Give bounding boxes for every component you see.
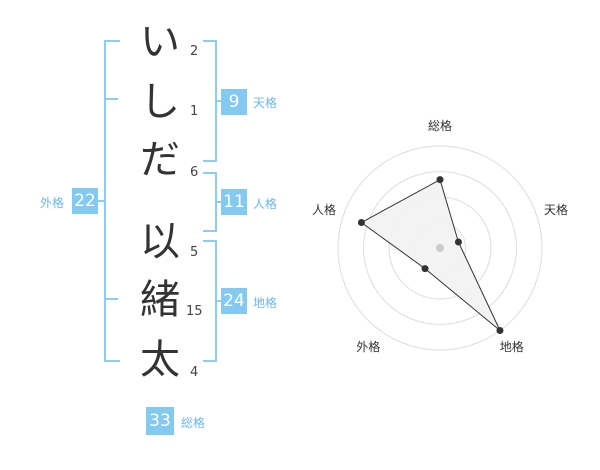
soukaku-value: 33 <box>146 407 174 435</box>
radar-axis-label-4: 外格 <box>356 339 381 354</box>
name-char-5: 緒 <box>140 277 180 323</box>
name-char-3: だ <box>140 137 180 183</box>
chikaku-connector <box>215 300 221 302</box>
tenkaku-connector <box>215 100 221 102</box>
radar-point-3 <box>496 327 504 335</box>
jinkaku-value: 11 <box>221 189 247 215</box>
outer-bracket-tick-1 <box>104 98 118 100</box>
stroke-count-4: 5 <box>190 245 199 260</box>
stroke-count-2: 1 <box>190 104 199 119</box>
radar-axis-label-5: 人格 <box>311 203 336 218</box>
name-char-6: 太 <box>140 337 180 383</box>
radar-ring-4 <box>337 145 543 351</box>
soukaku-label: 総格 <box>181 416 206 430</box>
chikaku-value: 24 <box>221 288 247 314</box>
radar-axis-label-3: 地格 <box>499 339 524 354</box>
jinkaku-label: 人格 <box>253 197 278 211</box>
chikaku-label: 地格 <box>253 296 278 310</box>
radar-area <box>360 178 501 331</box>
stroke-count-1: 2 <box>190 44 199 59</box>
radar-center <box>436 244 444 252</box>
radar-point-5 <box>357 218 365 226</box>
tenkaku-value: 9 <box>221 89 247 115</box>
radar-point-1 <box>436 176 444 184</box>
radar-axis-label-1: 総格 <box>427 119 453 133</box>
stroke-count-5: 15 <box>186 304 203 319</box>
jinkaku-connector <box>215 201 221 203</box>
name-char-4: 以 <box>140 219 180 265</box>
tenkaku-label: 天格 <box>253 96 278 110</box>
radar-point-4 <box>421 265 429 273</box>
stroke-count-3: 6 <box>190 165 199 180</box>
gaikaku-label: 外格 <box>40 196 65 210</box>
radar-axis-label-2: 天格 <box>544 203 569 218</box>
name-char-1: い <box>140 19 180 65</box>
outer-bracket-tick-2 <box>104 298 118 300</box>
stroke-count-6: 4 <box>190 365 199 380</box>
name-char-2: し <box>140 79 180 125</box>
radar-point-2 <box>454 238 462 246</box>
outer-bracket-connector <box>98 200 106 202</box>
gaikaku-value: 22 <box>72 188 98 214</box>
radar-ring-3 <box>363 171 517 325</box>
